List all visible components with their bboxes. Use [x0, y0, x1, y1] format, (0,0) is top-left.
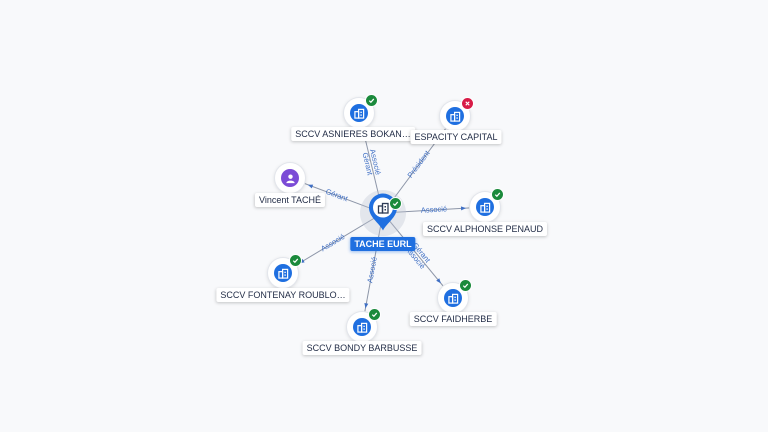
node-label[interactable]: ESPACITY CAPITAL	[410, 130, 502, 144]
node-ring[interactable]	[268, 254, 302, 288]
node-ring[interactable]	[438, 279, 472, 313]
edge-label: Gérant	[324, 187, 349, 204]
edge-arrow	[460, 206, 467, 211]
person-icon	[281, 169, 299, 187]
edge-arrow	[307, 184, 314, 189]
edge-sccv-faidherbe	[382, 212, 454, 299]
edge-label: Président	[406, 148, 433, 180]
node-label[interactable]: SCCV FAIDHERBE	[409, 312, 497, 326]
edge-label: Associé	[319, 232, 346, 253]
building-icon	[446, 107, 464, 125]
node-ring[interactable]	[347, 308, 381, 342]
node-ring[interactable]	[344, 94, 378, 128]
node-sccv-bondy-barbusse[interactable]	[347, 308, 381, 342]
edge-arrow	[436, 278, 441, 284]
node-label[interactable]: SCCV ALPHONSE PENAUD	[422, 222, 548, 236]
check-badge-icon	[389, 197, 402, 210]
node-sccv-fontenay-roublot[interactable]	[268, 254, 302, 288]
node-vincent-tache[interactable]	[275, 163, 305, 193]
building-icon	[444, 289, 462, 307]
building-icon	[350, 104, 368, 122]
node-sccv-faidherbe[interactable]	[438, 279, 472, 313]
check-badge-icon	[491, 188, 504, 201]
building-icon	[353, 318, 371, 336]
node-ring[interactable]	[470, 188, 504, 222]
node-label[interactable]: SCCV BONDY BARBUSSE	[302, 341, 422, 355]
node-sccv-asnieres-bokanowski[interactable]	[344, 94, 378, 128]
check-badge-icon	[368, 308, 381, 321]
node-label[interactable]: SCCV ASNIERES BOKAN…	[291, 127, 415, 141]
edge-label: Associé	[421, 204, 448, 215]
check-badge-icon	[289, 254, 302, 267]
center-label[interactable]: TACHE EURL	[350, 237, 416, 251]
edge-label: Associé	[365, 256, 379, 283]
check-badge-icon	[365, 94, 378, 107]
building-icon	[476, 198, 494, 216]
node-ring[interactable]	[275, 163, 305, 193]
node-sccv-alphonse-penaud[interactable]	[470, 188, 504, 222]
node-ring[interactable]	[440, 97, 474, 131]
node-label[interactable]: SCCV FONTENAY ROUBLO…	[216, 288, 350, 302]
cross-badge-icon	[461, 97, 474, 110]
node-label[interactable]: Vincent TACHÉ	[254, 193, 326, 207]
check-badge-icon	[459, 279, 472, 292]
edge-arrow	[364, 303, 369, 309]
edge-sccv-alphonse-penaud	[382, 206, 486, 214]
node-espacity-capital[interactable]	[440, 97, 474, 131]
building-icon	[274, 264, 292, 282]
edge-vincent-tache	[289, 177, 384, 214]
